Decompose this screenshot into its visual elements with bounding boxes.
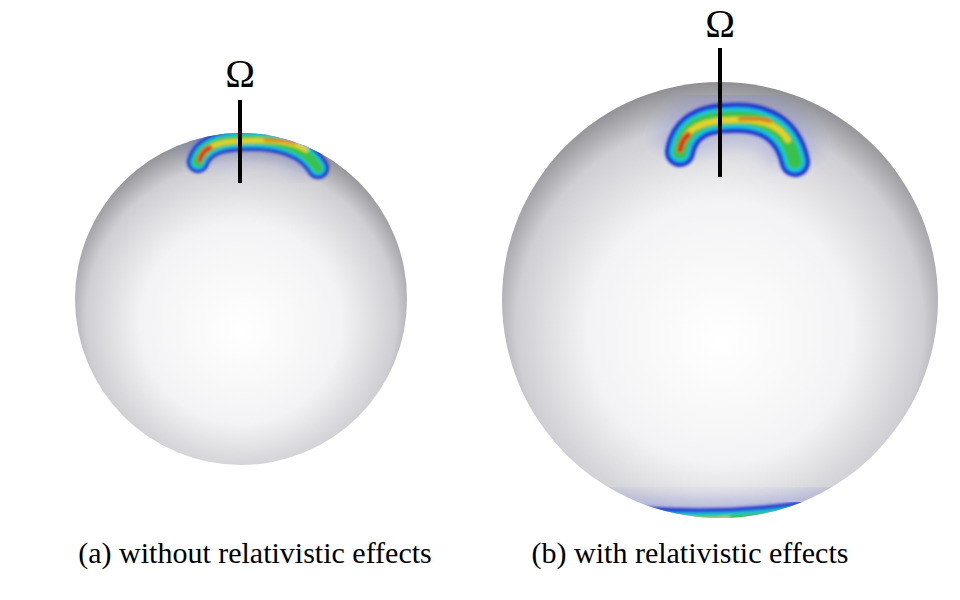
hotspot [198,140,318,168]
panel-caption: (a) without relativistic effects [78,538,431,568]
rotation-axis [238,100,242,183]
panel-caption: (b) with relativistic effects [532,538,849,568]
omega-label: Ω [705,4,735,44]
hotspot [560,118,870,520]
rotation-axis [718,48,722,177]
omega-label: Ω [225,54,255,94]
